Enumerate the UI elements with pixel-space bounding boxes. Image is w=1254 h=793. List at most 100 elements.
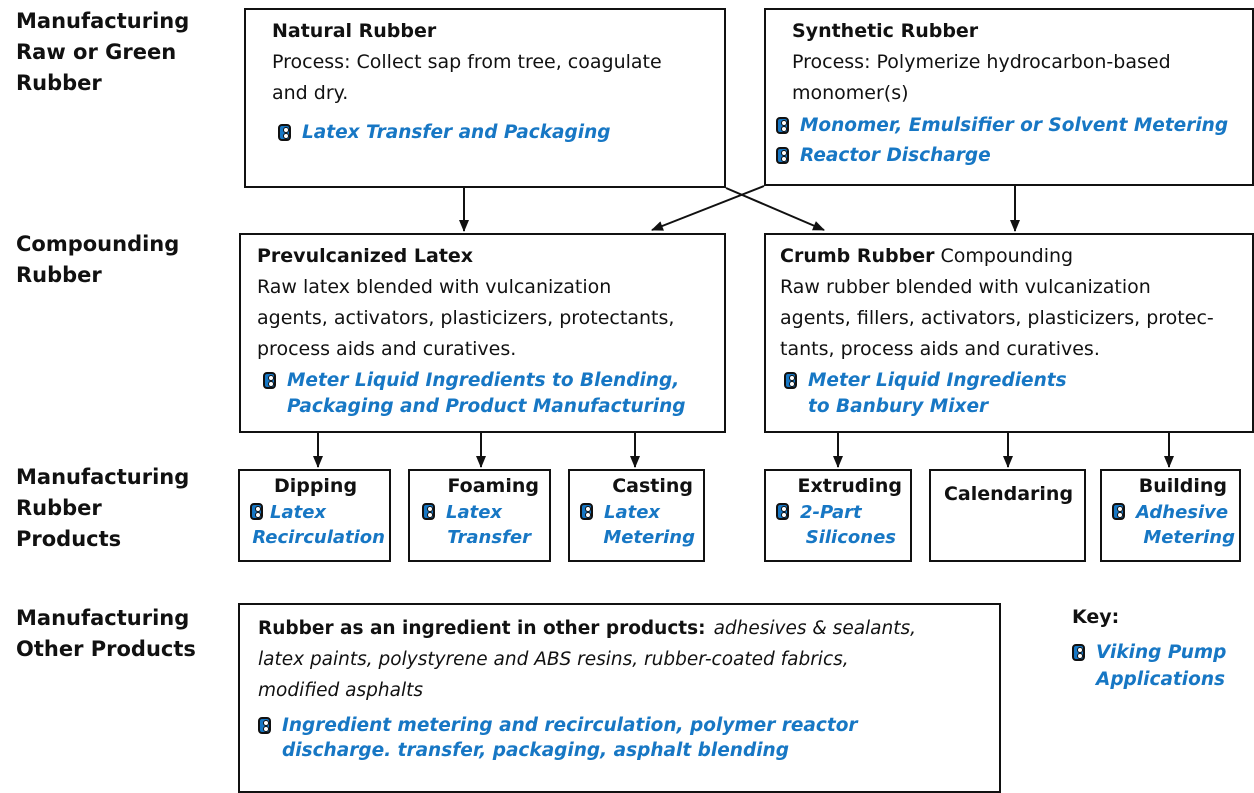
product-application: 2-Part [772,500,906,525]
product-application-label: Latex [270,502,327,523]
crumb-application-cont: to Banbury Mixer [784,393,1240,420]
crumb-title-bold: Crumb Rubber [780,245,935,267]
natural-rubber-box: Natural Rubber Process: Collect sap from… [244,8,726,188]
stage-label-other: Manufacturing Other Products [16,603,196,665]
stage-label-line: Rubber [16,71,102,95]
key-label: Viking Pump [1096,642,1227,663]
product-title: Casting [612,475,693,497]
stage-label-line: Manufacturing [16,9,190,33]
crumb-rubber-box: Crumb Rubber Compounding Raw rubber blen… [764,233,1254,433]
other-products-title: Rubber as an ingredient in other product… [258,618,706,639]
viking-pump-icon [422,503,435,520]
synthetic-rubber-box: Synthetic Rubber Process: Polymerize hyd… [764,8,1254,186]
connector-arrows [313,185,1174,468]
product-application-label: Recirculation [252,527,385,548]
stage-label-line: Raw or Green [16,40,177,64]
key-title: Key: [1072,606,1120,628]
prevulcanized-application: Meter Liquid Ingredients to Blending, [263,367,712,394]
product-title: Building [1138,475,1227,497]
product-application-label: Metering [603,527,695,548]
crumb-desc-line: Raw rubber blended with vulcanization [780,276,1151,298]
prevulcanized-desc-line: agents, activators, plasticizers, protec… [257,307,675,329]
product-application: Latex [576,500,699,525]
key-label: Applications [1096,669,1226,690]
stage-label-line: Compounding [16,232,180,256]
other-products-line: latex paints, polystyrene and ABS resins… [258,649,849,670]
viking-pump-icon [580,503,593,520]
crumb-desc-line: tants, process aids and curatives. [780,338,1100,360]
product-application-label: Adhesive [1136,502,1229,523]
product-application: Latex [246,500,385,525]
prevulcanized-application-cont: Packaging and Product Manufacturing [263,393,712,420]
other-products-box: Rubber as an ingredient in other product… [238,603,1001,793]
natural-process-line: and dry. [272,82,349,104]
stage-label-line: Manufacturing [16,606,190,630]
crumb-application-label: Meter Liquid Ingredients [808,370,1067,391]
stage-label-line: Manufacturing [16,465,190,489]
viking-pump-icon [784,372,797,389]
viking-pump-icon [776,503,789,520]
synthetic-application-label: Monomer, Emulsifier or Solvent Metering [800,115,1229,136]
crumb-application-label: to Banbury Mixer [808,396,989,417]
product-box-building: Building Adhesive Metering [1100,469,1241,562]
key-entry: Viking Pump [1072,639,1226,666]
synthetic-rubber-title: Synthetic Rubber [792,20,979,42]
product-title: Extruding [797,475,902,497]
key-legend: Key: Viking Pump Applications [1072,602,1226,693]
other-products-tail: adhesives & sealants, [713,618,917,639]
synthetic-process-line: monomer(s) [792,82,909,104]
prevulcanized-desc-line: process aids and curatives. [257,338,517,360]
prevulcanized-title: Prevulcanized Latex [257,245,474,267]
viking-pump-icon [263,372,276,389]
crumb-title-suffix: Compounding [934,245,1074,267]
other-products-line: modified asphalts [258,680,423,701]
stage-label-compounding: Compounding Rubber [16,229,179,291]
other-products-line: Rubber as an ingredient in other product… [258,613,987,644]
product-application-label: Metering [1143,527,1235,548]
product-box-extruding: Extruding 2-Part Silicones [764,469,912,562]
product-box-calendaring: Calendaring [929,469,1086,562]
product-box-casting: Casting Latex Metering [568,469,705,562]
product-application: Adhesive [1108,500,1235,525]
prevulcanized-latex-box: Prevulcanized Latex Raw latex blended wi… [239,233,726,433]
natural-application-label: Latex Transfer and Packaging [302,122,611,143]
natural-application: Latex Transfer and Packaging [278,119,712,146]
product-application: Latex [416,500,545,525]
product-application-label: 2-Part [800,502,862,523]
other-application-label: Ingredient metering and recirculation, p… [282,715,858,736]
prevulcanized-desc-line: Raw latex blended with vulcanization [257,276,612,298]
product-box-foaming: Foaming Latex Transfer [408,469,551,562]
stage-label-line: Rubber [16,496,102,520]
natural-process-line: Process: Collect sap from tree, coagulat… [272,51,662,73]
product-application-label: Silicones [805,527,896,548]
viking-pump-icon [250,503,263,520]
natural-rubber-title: Natural Rubber [272,20,437,42]
product-application-label: Latex [604,502,661,523]
viking-pump-icon [776,147,789,164]
viking-pump-icon [776,117,789,134]
other-application-label: discharge. transfer, packaging, asphalt … [282,740,789,761]
prevulcanized-application-label: Packaging and Product Manufacturing [287,396,686,417]
crumb-desc-line: agents, fillers, activators, plasticizer… [780,307,1214,329]
other-application: Ingredient metering and recirculation, p… [258,712,987,739]
stage-label-raw: Manufacturing Raw or Green Rubber [16,6,189,99]
synthetic-process-line: Process: Polymerize hydrocarbon-based [792,51,1171,73]
synthetic-application: Monomer, Emulsifier or Solvent Metering [776,112,1240,139]
product-application-label: Transfer [447,527,531,548]
other-application-cont: discharge. transfer, packaging, asphalt … [258,737,987,764]
viking-pump-icon [278,124,291,141]
product-title: Foaming [447,475,539,497]
synthetic-application: Reactor Discharge [776,142,1240,169]
product-title: Dipping [273,475,358,497]
stage-label-line: Other Products [16,637,196,661]
viking-pump-icon [258,717,271,734]
stage-label-products: Manufacturing Rubber Products [16,462,189,555]
arrow-synthetic-to-latex [651,185,765,231]
viking-pump-icon [1112,503,1125,520]
crumb-application: Meter Liquid Ingredients [784,367,1240,394]
stage-label-line: Products [16,527,122,551]
product-box-dipping: Dipping Latex Recirculation [238,469,391,562]
prevulcanized-application-label: Meter Liquid Ingredients to Blending, [287,370,680,391]
crumb-rubber-title: Crumb Rubber Compounding [780,241,1240,272]
stage-label-line: Rubber [16,263,102,287]
